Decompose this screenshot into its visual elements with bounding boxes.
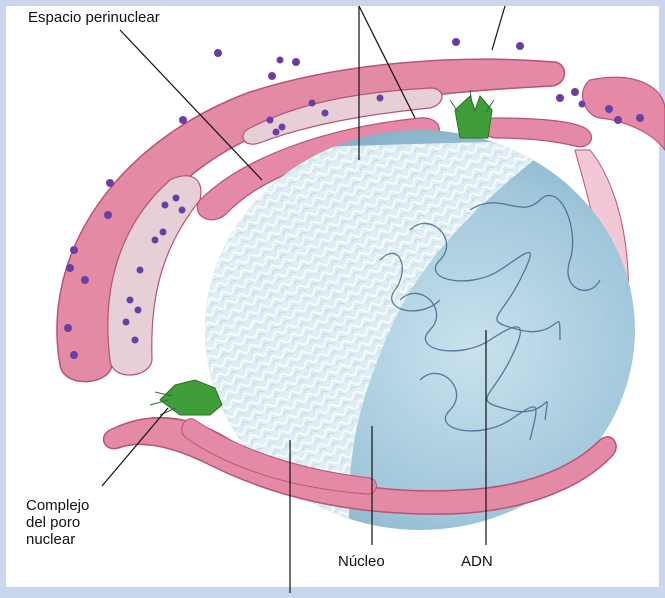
label-nucleus: Núcleo <box>338 553 385 570</box>
label-nuclear-pore-complex: Complejo del poro nuclear <box>26 497 89 548</box>
label-perinuclear-space: Espacio perinuclear <box>28 9 160 26</box>
label-dna: ADN <box>461 553 493 570</box>
